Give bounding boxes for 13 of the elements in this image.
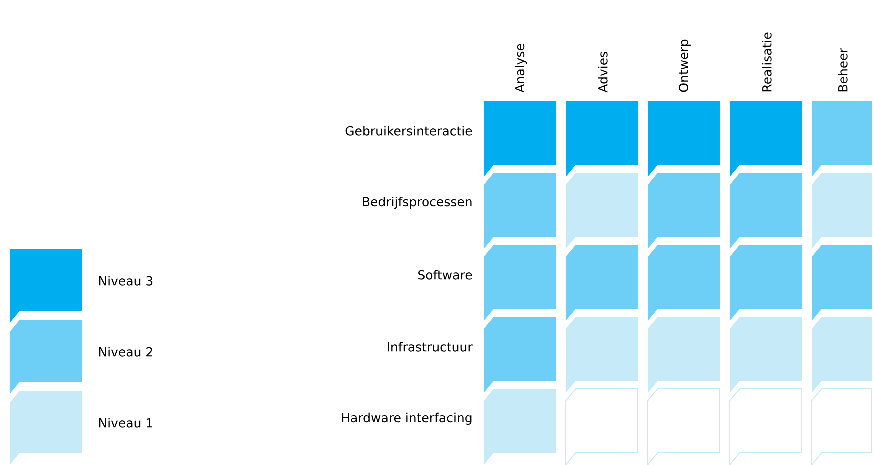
legend-label: Niveau 2 xyxy=(99,347,152,357)
row-label: Hardware interfacing xyxy=(342,412,472,426)
row-label: Software xyxy=(418,270,472,280)
row-label: Gebruikersinteractie xyxy=(346,126,472,136)
legend-label: Niveau 1 xyxy=(99,418,152,428)
column-header: Ontwerp xyxy=(679,40,691,92)
legend-label: Niveau 3 xyxy=(99,276,153,286)
row-label: Infrastructuur xyxy=(388,342,473,352)
column-header: Beheer xyxy=(838,48,848,92)
column-header: Realisatie xyxy=(762,32,772,92)
column-header: Analyse xyxy=(514,44,528,93)
row-label: Bedrijfsprocessen xyxy=(363,196,472,210)
column-header: Advies xyxy=(598,52,608,93)
